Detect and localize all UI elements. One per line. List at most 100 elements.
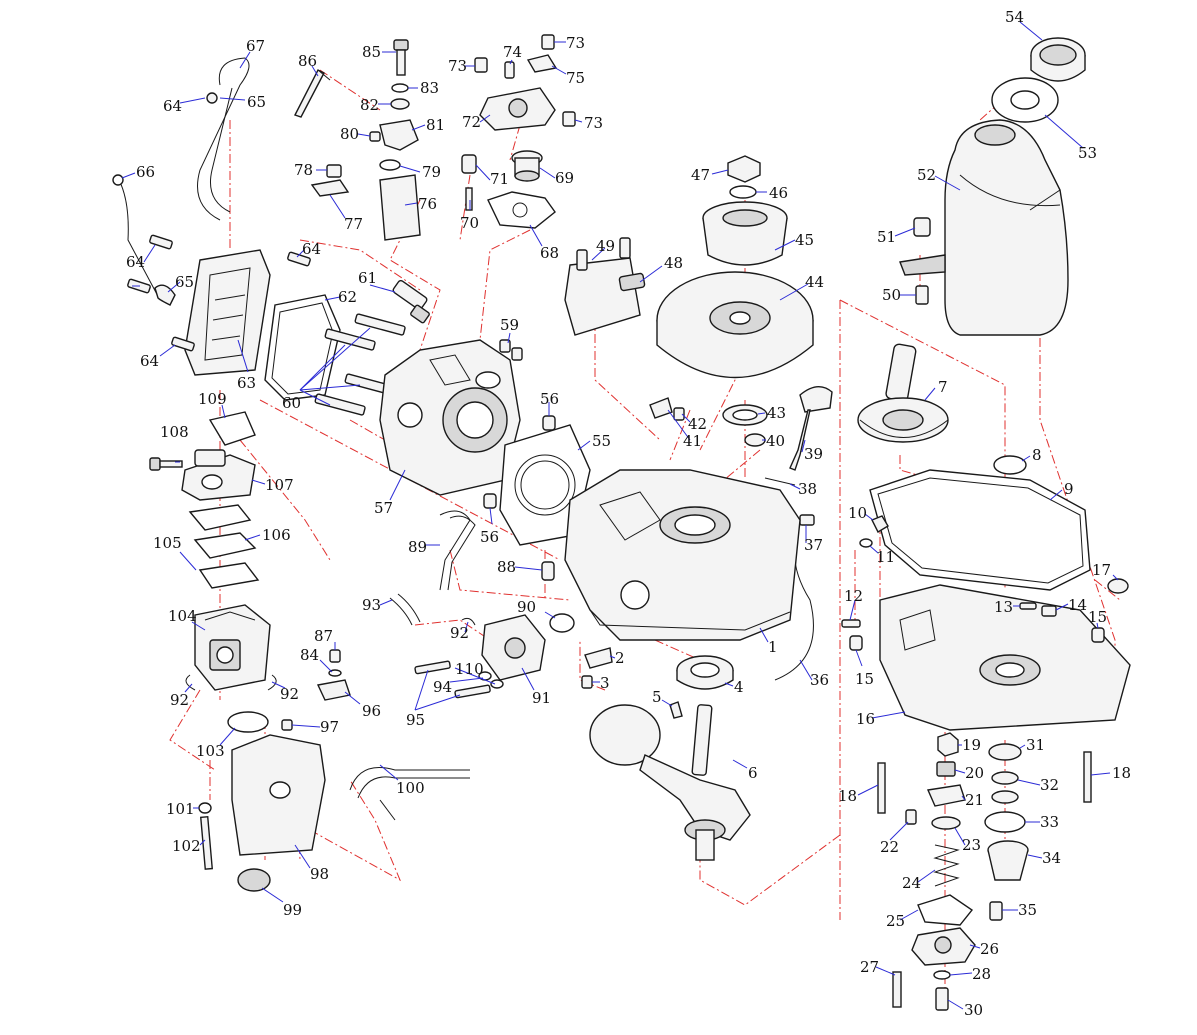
cover-gasket-9-part — [869, 469, 1091, 591]
rocker-bracket-part — [379, 174, 421, 241]
callout-109: 109 — [198, 390, 227, 408]
callout-87: 87 — [314, 627, 333, 645]
callout-92-b: 92 — [280, 685, 299, 703]
callout-6: 6 — [748, 764, 758, 782]
callout-24: 24 — [902, 874, 921, 892]
crankcase-part — [564, 469, 801, 641]
dowel-pin-upper-part — [542, 415, 556, 431]
callout-32: 32 — [1040, 776, 1059, 794]
callout-90: 90 — [517, 598, 536, 616]
callout-64-top: 64 — [163, 97, 182, 115]
oil-seal-43-hole — [732, 409, 758, 421]
callout-21: 21 — [965, 791, 984, 809]
thermostat-housing-part — [479, 87, 556, 131]
pin-13-part — [1019, 602, 1037, 610]
drain-bolt-10-part — [871, 515, 889, 533]
callout-104: 104 — [168, 607, 197, 625]
oil-dipstick-part — [789, 386, 833, 471]
clamp-41-part — [649, 397, 673, 419]
flywheel-washer-part — [729, 185, 757, 199]
callout-22: 22 — [880, 838, 899, 856]
callout-49: 49 — [596, 237, 615, 255]
callout-71: 71 — [490, 170, 509, 188]
callout-36: 36 — [810, 671, 829, 689]
flywheel-part — [656, 271, 814, 379]
callout-77: 77 — [344, 215, 363, 233]
head-gasket-part — [499, 424, 591, 546]
screw-78-part — [326, 164, 342, 178]
callout-28: 28 — [972, 965, 991, 983]
bolt-102-part — [199, 815, 214, 870]
cover-gasket-inner — [271, 302, 334, 395]
callout-73-a: 73 — [448, 57, 467, 75]
callout-52: 52 — [917, 166, 936, 184]
callout-10: 10 — [848, 504, 867, 522]
head-fittings-part — [499, 339, 523, 361]
housing-bolts-part — [474, 34, 576, 127]
callout-48: 48 — [664, 254, 683, 272]
callout-96: 96 — [362, 702, 381, 720]
callout-26: 26 — [980, 940, 999, 958]
callout-numbers: 54 53 52 51 50 67 65 64 86 85 83 82 81 8… — [126, 8, 1131, 1019]
callout-74: 74 — [503, 43, 522, 61]
spacer-71-part — [461, 154, 477, 174]
callout-42: 42 — [688, 415, 707, 433]
washer-110-part — [490, 679, 504, 689]
callout-92-a: 92 — [170, 691, 189, 709]
hose-89-part — [439, 510, 471, 591]
cylinder-head-part — [379, 339, 521, 496]
callout-8: 8 — [1032, 446, 1042, 464]
bearing-32a-part — [991, 771, 1019, 785]
callout-61: 61 — [358, 269, 377, 287]
callout-9: 9 — [1064, 480, 1074, 498]
callout-64-b: 64 — [126, 253, 145, 271]
cap-gasket-hole — [1010, 90, 1040, 110]
wire-terminal-part — [112, 174, 124, 186]
callout-69: 69 — [555, 169, 574, 187]
callout-11: 11 — [876, 548, 895, 566]
valve-cover-part — [184, 249, 271, 376]
plug-17-part — [1107, 578, 1129, 594]
spark-plug-part — [392, 279, 430, 324]
clip-92c-part — [461, 617, 476, 626]
push-rod-tip — [317, 69, 331, 81]
washer-11-part — [859, 538, 873, 548]
gasket-105-part — [198, 562, 260, 589]
callout-20: 20 — [965, 764, 984, 782]
dowel-15a-part — [849, 635, 863, 651]
callout-19: 19 — [962, 736, 981, 754]
gasket-25-part — [917, 894, 974, 926]
dowel-88-part — [541, 561, 555, 581]
callout-108: 108 — [160, 423, 189, 441]
callout-7: 7 — [938, 378, 948, 396]
bolt-95a-part — [414, 660, 451, 675]
callout-18-a: 18 — [838, 787, 857, 805]
callout-68: 68 — [540, 244, 559, 262]
rocker-arm-part — [379, 119, 419, 151]
pin-70-part — [465, 187, 473, 211]
callout-97: 97 — [320, 718, 339, 736]
callout-37: 37 — [804, 536, 823, 554]
crankshaft-piston-part — [589, 704, 751, 861]
long-bolt-18b-part — [1083, 751, 1092, 803]
nut-82-part — [390, 98, 410, 110]
bolt-27-part — [892, 971, 902, 1008]
seal-23-part — [931, 816, 961, 830]
callout-84: 84 — [300, 646, 319, 664]
parts — [112, 34, 1131, 1011]
callout-73-b: 73 — [566, 34, 585, 52]
gasket-106a-part — [188, 504, 252, 531]
clip-92a-part — [185, 674, 196, 691]
camshaft-part — [857, 343, 949, 443]
callout-55: 55 — [592, 432, 611, 450]
dowel-15b-part — [1091, 627, 1105, 643]
crankcase-cover-part — [879, 584, 1131, 731]
hose-89-edge — [447, 515, 476, 591]
callout-73-c: 73 — [584, 114, 603, 132]
callout-64-c: 64 — [302, 240, 321, 258]
callout-15-a: 15 — [855, 670, 874, 688]
long-bolt-18a-part — [877, 762, 886, 814]
hose-93-part — [389, 597, 413, 626]
callout-17: 17 — [1092, 561, 1111, 579]
callout-2: 2 — [615, 649, 625, 667]
